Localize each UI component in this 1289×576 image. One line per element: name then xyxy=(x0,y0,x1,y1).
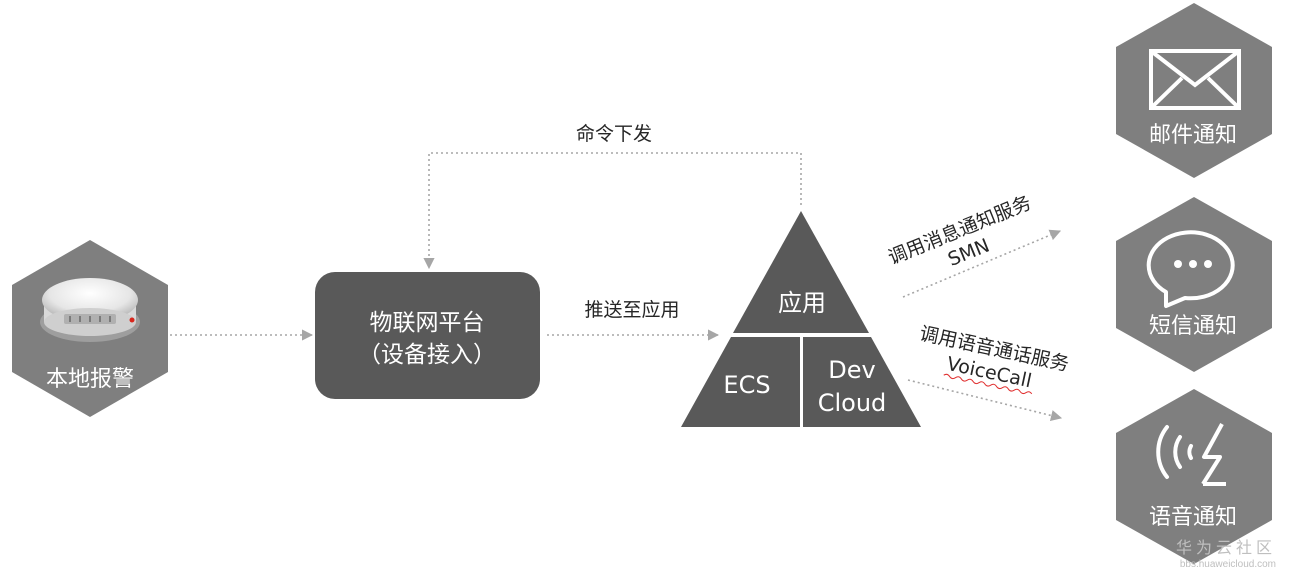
app-segment xyxy=(733,211,869,333)
application-triangle: 应用 ECS Dev Cloud xyxy=(681,211,921,427)
app-label: 应用 xyxy=(778,289,826,317)
sms-node: 短信通知 xyxy=(1116,197,1272,372)
connector-command xyxy=(423,152,802,270)
connector-voicecall xyxy=(907,379,1063,422)
voice-node: 语音通知 xyxy=(1116,389,1272,564)
sms-label: 短信通知 xyxy=(1149,314,1237,339)
devcloud-segment xyxy=(803,337,921,427)
smoke-detector-icon xyxy=(40,278,140,342)
email-node: 邮件通知 xyxy=(1116,3,1272,178)
voice-label: 语音通知 xyxy=(1149,505,1237,530)
email-label: 邮件通知 xyxy=(1149,123,1237,148)
devcloud-label-line2: Cloud xyxy=(818,389,887,417)
envelope-icon xyxy=(1149,49,1241,110)
smn-label-group: 调用消息通知服务 SMN xyxy=(885,192,1034,271)
watermark: 华为云社区 bbs.huaweicloud.com xyxy=(1176,538,1276,570)
iot-platform-subtitle: （设备接入） xyxy=(358,342,496,368)
ecs-segment xyxy=(681,337,800,427)
chat-bubble-icon xyxy=(1146,230,1235,308)
local-alarm-node: 本地报警 xyxy=(12,240,168,417)
local-alarm-label: 本地报警 xyxy=(46,367,134,392)
voice-wave-icon xyxy=(1156,423,1226,486)
spellcheck-underline xyxy=(943,373,1033,395)
connector-smn xyxy=(902,229,1062,298)
iot-platform-title: 物联网平台 xyxy=(370,310,485,336)
devcloud-label-line1: Dev xyxy=(828,356,875,384)
command-label: 命令下发 xyxy=(576,123,652,145)
iot-platform-node: 物联网平台 （设备接入） xyxy=(315,272,540,399)
watermark-name: 华为云社区 xyxy=(1176,538,1276,557)
watermark-url: bbs.huaweicloud.com xyxy=(1180,559,1276,570)
voicecall-label-group: 调用语音通话服务 VoiceCall xyxy=(918,323,1071,395)
ecs-label: ECS xyxy=(723,371,770,399)
push-label: 推送至应用 xyxy=(584,299,679,321)
